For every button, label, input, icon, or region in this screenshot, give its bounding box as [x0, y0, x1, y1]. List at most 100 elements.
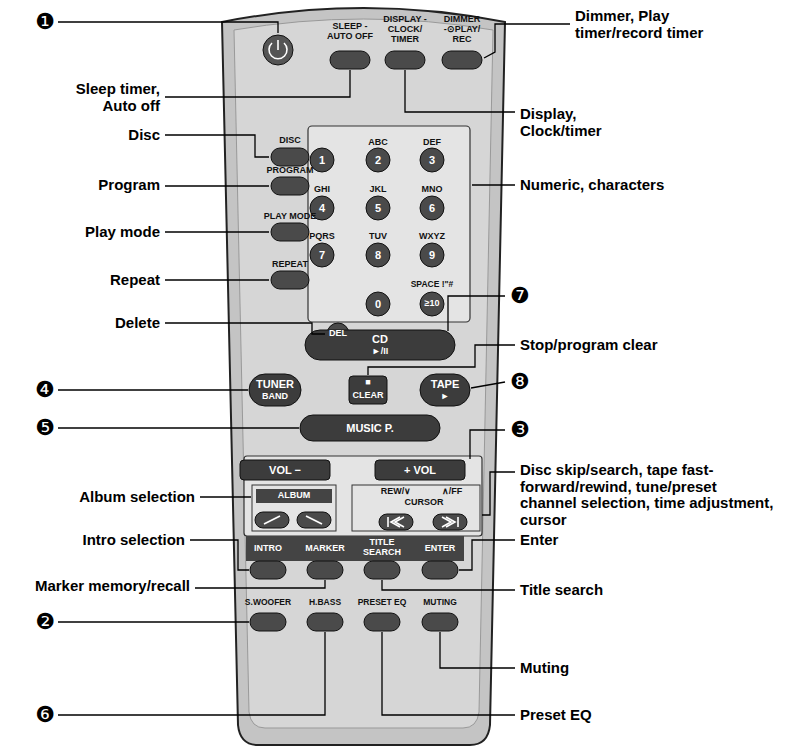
album-bar	[256, 489, 332, 503]
callout-text: Play mode	[85, 224, 160, 241]
function-strip	[246, 536, 464, 561]
leader-line	[448, 296, 505, 331]
remote-button	[349, 376, 387, 404]
button-text: 7	[319, 249, 325, 261]
button-text: TAPE	[431, 378, 460, 390]
remote-button	[307, 561, 343, 579]
button-caption: MNO	[422, 185, 443, 195]
callout-text: Display, Clock/timer	[520, 106, 630, 139]
vol-cursor-frame	[244, 456, 482, 536]
button-caption: REPEAT	[272, 260, 308, 270]
leader-line	[382, 580, 515, 590]
callout-text: Delete	[115, 315, 160, 332]
callout-number: ❽	[510, 370, 530, 394]
button-caption: PLAY MODE	[264, 212, 317, 222]
button-text: 8	[375, 249, 381, 261]
remote-button	[442, 51, 482, 69]
leader-line	[58, 427, 299, 428]
remote-button	[366, 148, 390, 172]
remote-button	[420, 374, 470, 406]
button-text: MARKER	[305, 544, 345, 554]
button-text: 3	[429, 154, 435, 166]
callout-text: Stop/program clear	[520, 337, 658, 354]
callout-text: Album selection	[79, 489, 195, 506]
leader-line	[58, 632, 325, 715]
callout-text: Dimmer, Play timer/record timer	[575, 8, 755, 41]
button-caption: DIMMER -⊙PLAY/ REC	[437, 15, 487, 45]
remote-button	[310, 148, 334, 172]
button-caption: PRESET EQ	[358, 598, 407, 607]
callout-text: Title search	[520, 582, 603, 599]
remote-button	[420, 243, 444, 267]
remote-body	[222, 8, 505, 745]
button-caption: JKL	[369, 185, 386, 195]
remote-face	[234, 19, 493, 728]
leader-line	[165, 323, 325, 334]
remote-button	[420, 292, 444, 316]
button-text: 6	[429, 202, 435, 214]
remote-button	[375, 460, 465, 480]
leader-line	[482, 472, 515, 515]
leader-line	[165, 231, 269, 232]
callout-text: Preset EQ	[520, 707, 592, 724]
button-text: MUSIC P.	[346, 422, 393, 434]
button-text: ■	[365, 378, 370, 388]
button-caption: ABC	[368, 138, 388, 148]
callout-number: ❻	[35, 703, 55, 727]
remote-button	[366, 243, 390, 267]
cursor-frame	[352, 485, 480, 531]
button-caption: PQRS	[309, 232, 335, 242]
button-text: 2	[375, 154, 381, 166]
remote-button	[366, 292, 390, 316]
callout-text: Enter	[520, 532, 558, 549]
callout-text: Muting	[520, 660, 569, 677]
remote-button	[379, 514, 413, 530]
leader-line	[58, 621, 249, 622]
button-caption: SPACE !"#	[411, 280, 454, 289]
button-text: ENTER	[425, 544, 456, 554]
leader-line	[165, 70, 350, 97]
callout-number: ❺	[35, 416, 55, 440]
remote-button	[422, 561, 458, 579]
leader-line	[459, 540, 515, 570]
remote-button	[385, 51, 425, 69]
button-text: TUNER	[256, 378, 294, 390]
remote-button	[300, 415, 440, 441]
button-caption: MUTING	[423, 598, 457, 607]
button-icon	[306, 516, 322, 524]
callout-text: Marker memory/recall	[35, 578, 190, 595]
button-text: TITLE SEARCH	[362, 538, 402, 558]
button-text: ≥10	[425, 299, 440, 309]
remote-button	[250, 561, 286, 579]
leader-line	[382, 632, 515, 715]
callout-text: Program	[98, 177, 160, 194]
button-caption: CURSOR	[404, 498, 443, 508]
callout-text: Disc	[128, 127, 160, 144]
button-text: + VOL	[404, 464, 436, 476]
button-caption: GHI	[314, 185, 330, 195]
callout-text: Intro selection	[82, 532, 185, 549]
remote-button	[271, 223, 309, 241]
button-text: ►/II	[372, 347, 388, 357]
button-icon	[264, 516, 280, 524]
remote-button	[422, 613, 458, 631]
remote-button	[271, 148, 309, 166]
button-caption: H.BASS	[309, 598, 341, 607]
button-text: DEL	[329, 329, 347, 339]
leader-line	[368, 345, 515, 375]
album-frame	[252, 485, 336, 531]
button-text: INTRO	[254, 544, 282, 554]
button-caption: REW/∨	[381, 487, 412, 497]
remote-button	[305, 330, 455, 360]
remote-button	[366, 196, 390, 220]
callout-number: ❼	[510, 284, 530, 308]
button-caption: SLEEP -AUTO OFF	[325, 22, 375, 42]
leader-line	[471, 382, 505, 388]
remote-button	[310, 243, 334, 267]
button-caption: PROGRAM	[267, 166, 314, 176]
button-text: CLEAR	[353, 391, 384, 401]
button-icon	[277, 40, 279, 50]
button-caption: TUV	[369, 232, 387, 242]
remote-button	[255, 512, 289, 528]
button-caption: WXYZ	[419, 232, 445, 242]
